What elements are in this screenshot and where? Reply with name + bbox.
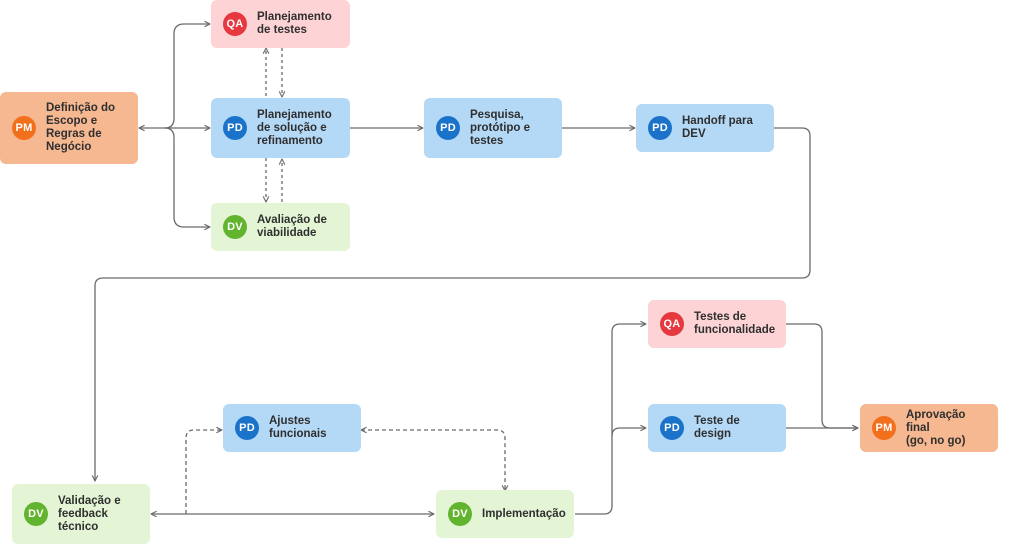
- connector-implementacao-testes-func: [575, 324, 646, 515]
- dv-badge-icon: DV: [24, 502, 48, 526]
- node-implementacao: DV Implementação: [436, 490, 574, 538]
- node-label: Testes de funcionalidade: [694, 311, 776, 336]
- connector-implementacao-teste-design: [611, 428, 646, 437]
- qa-badge-icon: QA: [660, 312, 684, 336]
- node-validacao-feedback: DV Validação e feedback técnico: [12, 484, 150, 544]
- node-label: Definição do Escopo e Regras de Negócio: [46, 102, 116, 153]
- node-ajustes-funcionais: PD Ajustes funcionais: [223, 404, 361, 452]
- node-label: Validação e feedback técnico: [58, 494, 121, 533]
- node-planejamento-testes: QA Planejamento de testes: [211, 0, 350, 48]
- pd-badge-icon: PD: [223, 116, 247, 140]
- pd-badge-icon: PD: [235, 416, 259, 440]
- pm-badge-icon: PM: [12, 116, 36, 140]
- connector-fan-to-avaliacao: [164, 127, 210, 227]
- connector-dashed-validacao-ajustes: [185, 430, 222, 514]
- node-label: Planejamento de solução e refinamento: [257, 108, 332, 147]
- pd-badge-icon: PD: [648, 116, 672, 140]
- node-definicao-escopo: PM Definição do Escopo e Regras de Negóc…: [0, 92, 138, 164]
- dv-badge-icon: DV: [448, 502, 472, 526]
- node-planejamento-solucao: PD Planejamento de solução e refinamento: [211, 98, 350, 158]
- node-teste-design: PD Teste de design: [648, 404, 786, 452]
- dv-badge-icon: DV: [223, 215, 247, 239]
- node-label: Pesquisa, protótipo e testes: [470, 108, 531, 147]
- pd-badge-icon: PD: [436, 116, 460, 140]
- node-label: Implementação: [482, 507, 566, 520]
- node-pesquisa-prototipo: PD Pesquisa, protótipo e testes: [424, 98, 562, 158]
- connector-testes-func-aprovacao: [786, 323, 858, 428]
- node-testes-funcionalidade: QA Testes de funcionalidade: [648, 300, 786, 348]
- connector-dashed-ajustes-implementacao: [361, 430, 505, 491]
- node-label: Avaliação de viabilidade: [257, 214, 327, 239]
- qa-badge-icon: QA: [223, 12, 247, 36]
- node-aprovacao-final: PM Aprovação final (go, no go): [860, 404, 998, 452]
- node-label: Aprovação final (go, no go): [906, 408, 966, 447]
- node-handoff-dev: PD Handoff para DEV: [636, 104, 774, 152]
- node-label: Handoff para DEV: [682, 115, 753, 140]
- connector-fan-to-planejamento-testes: [164, 24, 210, 129]
- pm-badge-icon: PM: [872, 416, 896, 440]
- node-label: Planejamento de testes: [257, 11, 332, 36]
- node-label: Ajustes funcionais: [269, 415, 327, 440]
- pd-badge-icon: PD: [660, 416, 684, 440]
- connector-handoff-validacao: [95, 127, 811, 481]
- node-label: Teste de design: [694, 415, 740, 440]
- node-avaliacao-viabilidade: DV Avaliação de viabilidade: [211, 203, 350, 251]
